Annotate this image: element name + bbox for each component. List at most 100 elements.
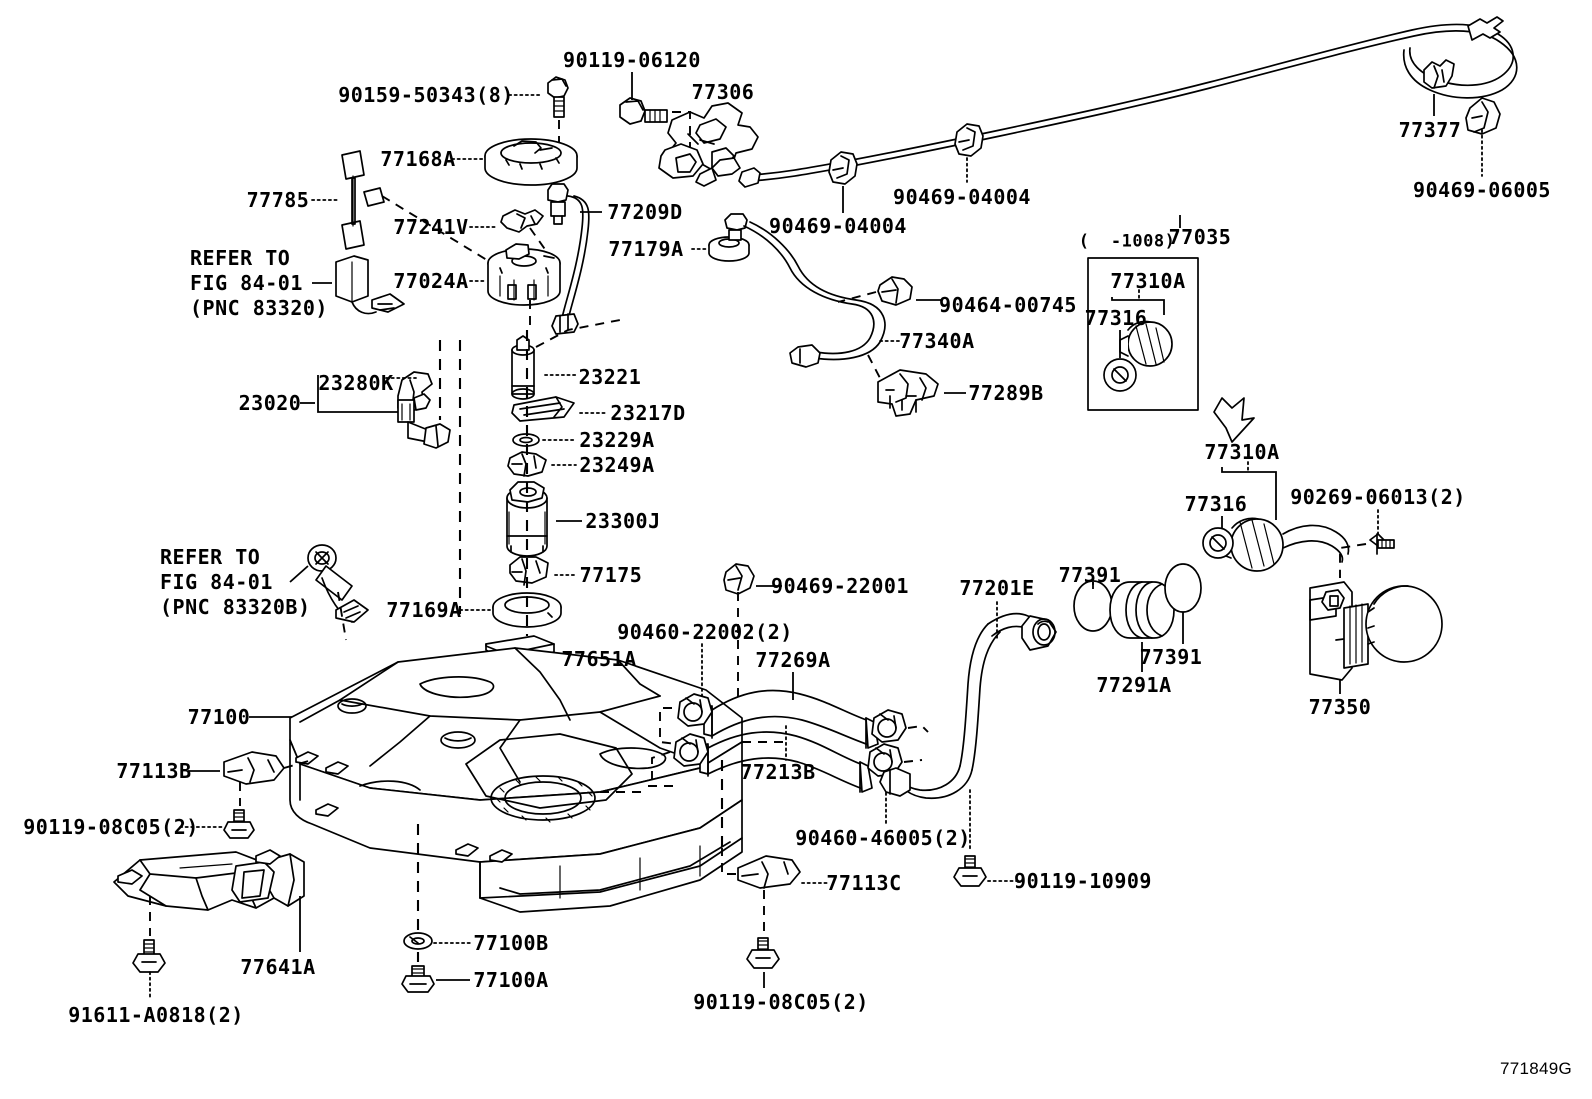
label-refer-fig84-01-b: REFER TO FIG 84-01 (PNC 83320B) xyxy=(160,544,311,619)
label-part-23280K: 23280K xyxy=(318,370,394,395)
label-part-77269A: 77269A xyxy=(755,647,831,672)
cap-77310A-main xyxy=(1220,517,1350,572)
label-part-23229A: 23229A xyxy=(579,427,655,452)
label-part-90460-46005: 90460-46005(2) xyxy=(795,825,971,850)
label-part-77100: 77100 xyxy=(187,704,251,729)
bolt-90119-08C05-b xyxy=(746,937,780,969)
label-part-90469-22001: 90469-22001 xyxy=(771,573,909,598)
label-part-90269-06013: 90269-06013(2) xyxy=(1290,484,1466,509)
sensor-pnc-83320 xyxy=(335,255,405,315)
tube-77340A xyxy=(724,213,886,368)
bracket-77113B xyxy=(223,751,285,785)
label-part-23300J: 23300J xyxy=(585,508,661,533)
fuel-lid-77350 xyxy=(1309,581,1443,681)
bolt-77100A xyxy=(401,965,435,993)
label-part-77241V: 77241V xyxy=(393,214,469,239)
label-part-91611-A0818: 91611-A0818(2) xyxy=(68,1002,244,1027)
label-part-77168A: 77168A xyxy=(380,146,456,171)
label-part-23020: 23020 xyxy=(238,390,302,415)
label-part-77179A: 77179A xyxy=(608,236,684,261)
clip-90464-00745 xyxy=(877,276,913,306)
valve-23280K xyxy=(397,371,451,449)
pump-23221 xyxy=(511,335,535,400)
clip-77377 xyxy=(1423,59,1455,89)
grommet-77100B xyxy=(403,932,433,950)
label-refer-fig84-01-a: REFER TO FIG 84-01 (PNC 83320) xyxy=(190,245,328,320)
label-part-90119-08C05-b: 90119-08C05(2) xyxy=(693,989,869,1014)
grommet-77179A xyxy=(708,236,750,262)
clip-90469-06005 xyxy=(1465,97,1501,135)
bolt-90119-08C05-a xyxy=(223,809,255,839)
clamp-90460-22002-upper xyxy=(677,693,713,727)
bolt-91611-A0818 xyxy=(132,939,166,973)
canister-77306 xyxy=(658,102,759,187)
label-part-77306: 77306 xyxy=(691,79,755,104)
label-part-77340A: 77340A xyxy=(899,328,975,353)
filler-pipe-77201E xyxy=(879,612,1057,800)
clip-77175 xyxy=(509,556,549,586)
clip-90469-22001 xyxy=(723,563,755,595)
label-part-77213B: 77213B xyxy=(740,759,816,784)
screw-90269-06013 xyxy=(1369,533,1395,555)
label-part-90464-00745: 90464-00745 xyxy=(939,292,1077,317)
fuel-tank-77100 xyxy=(289,647,743,913)
label-part-77291A: 77291A xyxy=(1096,672,1172,697)
label-part-77785: 77785 xyxy=(246,187,310,212)
bolt-90119-06120 xyxy=(619,97,668,125)
label-part-23249A: 23249A xyxy=(579,452,655,477)
bracket-77113C xyxy=(737,855,801,889)
label-part-77289B: 77289B xyxy=(968,380,1044,405)
label-part-77316-main: 77316 xyxy=(1184,491,1248,516)
label-part-77391-b: 77391 xyxy=(1139,644,1203,669)
label-part-90119-06120: 90119-06120 xyxy=(563,47,701,72)
inset-arrow xyxy=(1213,397,1255,443)
label-part-90119-08C05-a: 90119-08C05(2) xyxy=(23,814,199,839)
label-part-77175: 77175 xyxy=(579,562,643,587)
protector-77641A xyxy=(113,849,305,911)
label-part-77209D: 77209D xyxy=(607,199,683,224)
label-part-77024A: 77024A xyxy=(393,268,469,293)
clamp-77241V xyxy=(500,209,544,233)
label-part-77113B: 77113B xyxy=(116,758,192,783)
gasket-77391-b xyxy=(1164,563,1202,613)
label-part-23221: 23221 xyxy=(578,364,642,389)
gasket-77316-inset xyxy=(1103,358,1137,392)
retainer-77168A xyxy=(484,138,578,186)
clamp-90460-22002-lower xyxy=(673,733,709,767)
filter-23217D xyxy=(511,396,575,422)
figure-id: 771849G xyxy=(1499,1059,1572,1078)
label-part-90469-06005: 90469-06005 xyxy=(1413,177,1551,202)
label-part-90119-10909: 90119-10909 xyxy=(1014,868,1152,893)
vapor-line-assembly xyxy=(738,16,1518,188)
label-part-90159-50343: 90159-50343(8) xyxy=(338,82,514,107)
label-part-77350: 77350 xyxy=(1308,694,1372,719)
clip-90469-04004-b xyxy=(954,123,984,157)
bolt-90159-50343 xyxy=(547,76,569,118)
gasket-77316-main xyxy=(1202,527,1234,559)
inset-box-77035 xyxy=(1087,257,1199,411)
label-part-90460-22002: 90460-22002(2) xyxy=(617,619,793,644)
label-part-77169A: 77169A xyxy=(386,597,462,622)
label-part-77113C: 77113C xyxy=(826,870,902,895)
clip-90469-04004-a xyxy=(828,151,858,185)
cap-77310A-inset xyxy=(1119,320,1173,367)
label-part-77641A: 77641A xyxy=(240,954,316,979)
label-part-90469-04004-a: 90469-04004 xyxy=(769,213,907,238)
label-part-77201E: 77201E xyxy=(959,575,1035,600)
clamp-90460-46005-upper xyxy=(871,709,907,743)
label-part-23217D: 23217D xyxy=(610,400,686,425)
label-part-77100A: 77100A xyxy=(473,967,549,992)
label-part-77100B: 77100B xyxy=(473,930,549,955)
label-part-77651A: 77651A xyxy=(561,646,637,671)
bracket-77785 xyxy=(341,150,385,250)
label-part-77310A-inset: 77310A xyxy=(1110,268,1186,293)
label-part-77377: 77377 xyxy=(1398,117,1462,142)
bolt-90119-10909 xyxy=(953,855,987,887)
label-part-77316-inset: 77316 xyxy=(1084,305,1148,330)
label-part-77310A-main: 77310A xyxy=(1204,439,1280,464)
bracket-77289B xyxy=(877,369,939,417)
pump-assembly-77024A xyxy=(487,243,561,306)
label-part-77391-a: 77391 xyxy=(1058,562,1122,587)
